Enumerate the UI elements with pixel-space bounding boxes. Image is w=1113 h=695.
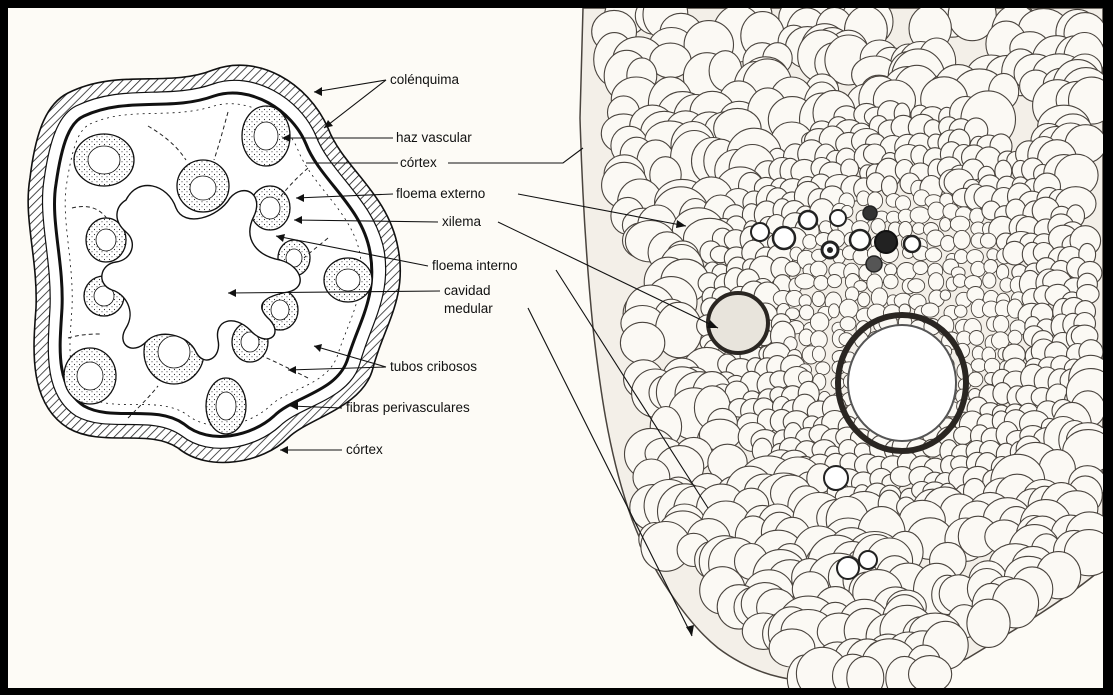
label-tubos-cribosos: tubos cribosos (390, 359, 477, 374)
label-xilema: xilema (442, 214, 482, 229)
label-floema-interno: floema interno (432, 258, 518, 273)
tissue-cell (993, 315, 1009, 333)
tissue-cell (980, 233, 996, 248)
tissue-cell (983, 273, 996, 288)
tissue-cell (810, 313, 828, 332)
tissue-cell (953, 230, 970, 249)
tissue-cell (812, 291, 825, 306)
tissue-cell (816, 362, 830, 375)
tissue-cell (950, 216, 969, 232)
tissue-cell (884, 274, 899, 288)
tissue-cell (954, 427, 973, 445)
tissue-cell (941, 236, 955, 252)
tissue-cell (909, 656, 952, 688)
tissue-cell (971, 261, 986, 276)
label-haz-vascular: haz vascular (396, 130, 472, 145)
tissue-cell (1008, 330, 1022, 344)
tissue-cell (810, 261, 827, 277)
tissue-cell (925, 248, 941, 262)
tissue-cell (968, 372, 983, 387)
label-fibras-perivasculares: fibras perivasculares (346, 400, 470, 415)
figure-canvas: colénquima haz vascular córtex floema ex… (8, 8, 1103, 688)
label-floema-externo: floema externo (396, 186, 485, 201)
figure-frame: colénquima haz vascular córtex floema ex… (8, 8, 1103, 688)
tissue-cell (858, 292, 870, 307)
label-colenquima: colénquima (390, 72, 460, 87)
xylem-vessel-lumen (848, 325, 956, 441)
tissue-cell (910, 207, 930, 224)
xylem-vessel (708, 293, 768, 353)
tissue-cell (795, 274, 815, 289)
tissue-cell (940, 290, 950, 300)
tissue-cell (908, 279, 925, 293)
stem-cross-section-schematic (28, 65, 400, 462)
label-cavidad: cavidad (444, 283, 491, 298)
tissue-cell (929, 273, 944, 291)
label-medular: medular (444, 301, 493, 316)
tissue-cell (827, 275, 841, 288)
label-cortex-top: córtex (400, 155, 437, 170)
tissue-cell (620, 322, 664, 363)
tissue-cell (814, 276, 829, 291)
tissue-cell (839, 299, 858, 318)
tissue-cell (969, 331, 984, 346)
stem-micrograph (580, 8, 1103, 688)
tissue-cell (913, 261, 928, 274)
tissue-cell (921, 303, 939, 317)
tissue-cell (940, 218, 951, 232)
tissue-cell (840, 317, 856, 331)
tissue-cell (984, 260, 998, 274)
tissue-cell (928, 202, 945, 220)
tissue-cell (967, 599, 1010, 647)
label-cortex-bottom: córtex (346, 442, 383, 457)
tissue-cell (785, 262, 800, 277)
tissue-cell (803, 235, 817, 249)
tissue-cell (829, 304, 840, 318)
tissue-cell (812, 346, 825, 362)
tissue-cell (895, 196, 910, 211)
tissue-cell (954, 305, 967, 317)
